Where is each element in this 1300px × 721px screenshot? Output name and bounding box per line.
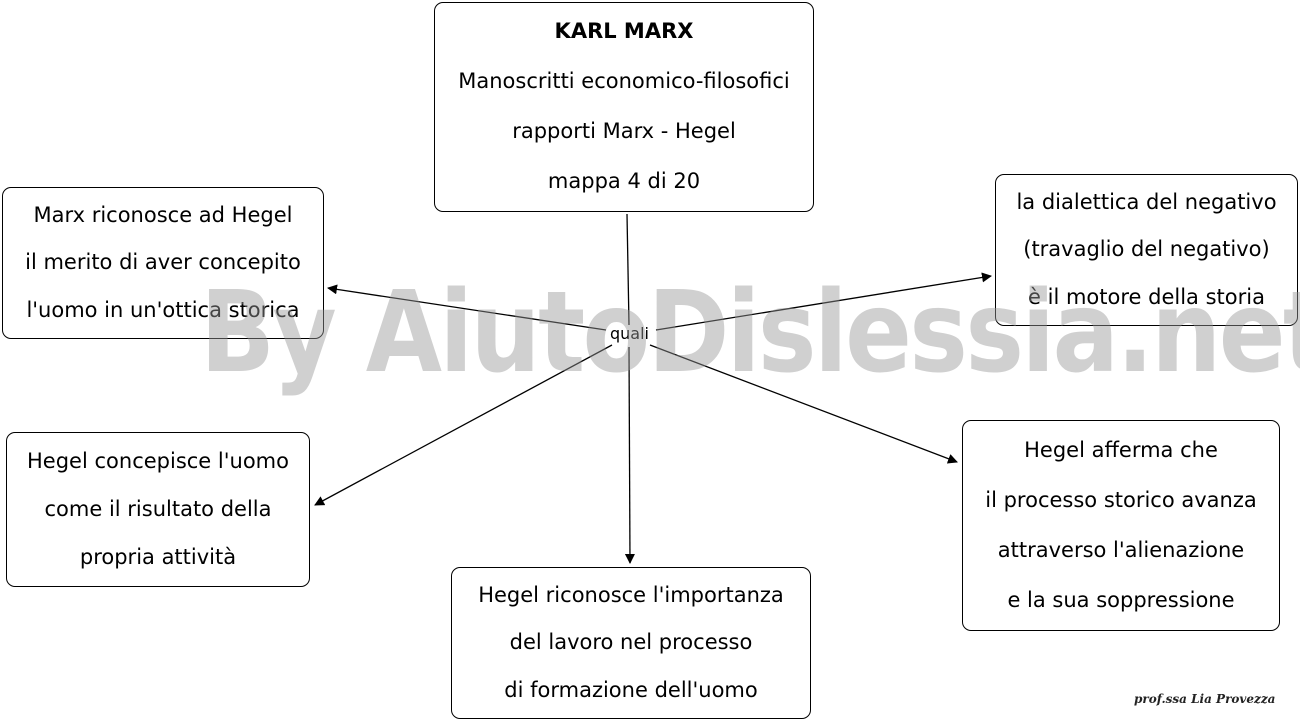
node-title: KARL MARX Manoscritti economico-filosofi… — [434, 2, 814, 212]
edge-quali-to-merito — [327, 284, 607, 331]
edge-quali-to-risultato — [314, 344, 613, 506]
node-text-line: la dialettica del negativo — [1016, 190, 1277, 215]
node-text-line: l'uomo in un'ottica storica — [26, 297, 300, 322]
edge-quali-to-lavoro — [624, 346, 635, 564]
node-dialettica: la dialettica del negativo (travaglio de… — [995, 174, 1298, 326]
node-text-line: (travaglio del negativo) — [1023, 237, 1270, 262]
node-text-line: Marx riconosce ad Hegel — [33, 203, 293, 228]
node-text-line: Hegel afferma che — [1024, 437, 1218, 462]
node-text-line: e la sua soppressione — [1007, 588, 1235, 613]
node-text-line: come il risultato della — [44, 496, 272, 521]
node-risultato: Hegel concepisce l'uomo come il risultat… — [6, 432, 310, 587]
node-text-line: il merito di aver concepito — [25, 250, 301, 275]
title-map-number: mappa 4 di 20 — [547, 169, 701, 194]
node-text-line: attraverso l'alienazione — [997, 538, 1245, 563]
edge-title-to-quali — [626, 213, 630, 326]
edge-quali-to-dialettica — [655, 272, 992, 331]
node-text-line: Hegel concepisce l'uomo — [27, 448, 289, 473]
node-lavoro: Hegel riconosce l'importanza del lavoro … — [451, 567, 811, 719]
node-text-line: Hegel riconosce l'importanza — [478, 583, 784, 608]
linking-phrase: quali — [608, 324, 651, 343]
title-subject: rapporti Marx - Hegel — [512, 119, 736, 144]
title-heading: KARL MARX — [554, 19, 694, 44]
node-text-line: propria attività — [79, 545, 237, 570]
node-alienazione: Hegel afferma che il processo storico av… — [962, 420, 1280, 631]
node-text-line: il processo storico avanza — [985, 487, 1257, 512]
edge-quali-to-alienazione — [649, 344, 958, 464]
author-signature: prof.ssa Lia Provezza — [1134, 692, 1276, 706]
node-text-line: è il motore della storia — [1028, 284, 1265, 309]
node-text-line: del lavoro nel processo — [509, 630, 753, 655]
node-merito: Marx riconosce ad Hegel il merito di ave… — [2, 187, 324, 339]
node-text-line: di formazione dell'uomo — [504, 677, 758, 702]
title-work: Manoscritti economico-filosofici — [458, 69, 790, 94]
